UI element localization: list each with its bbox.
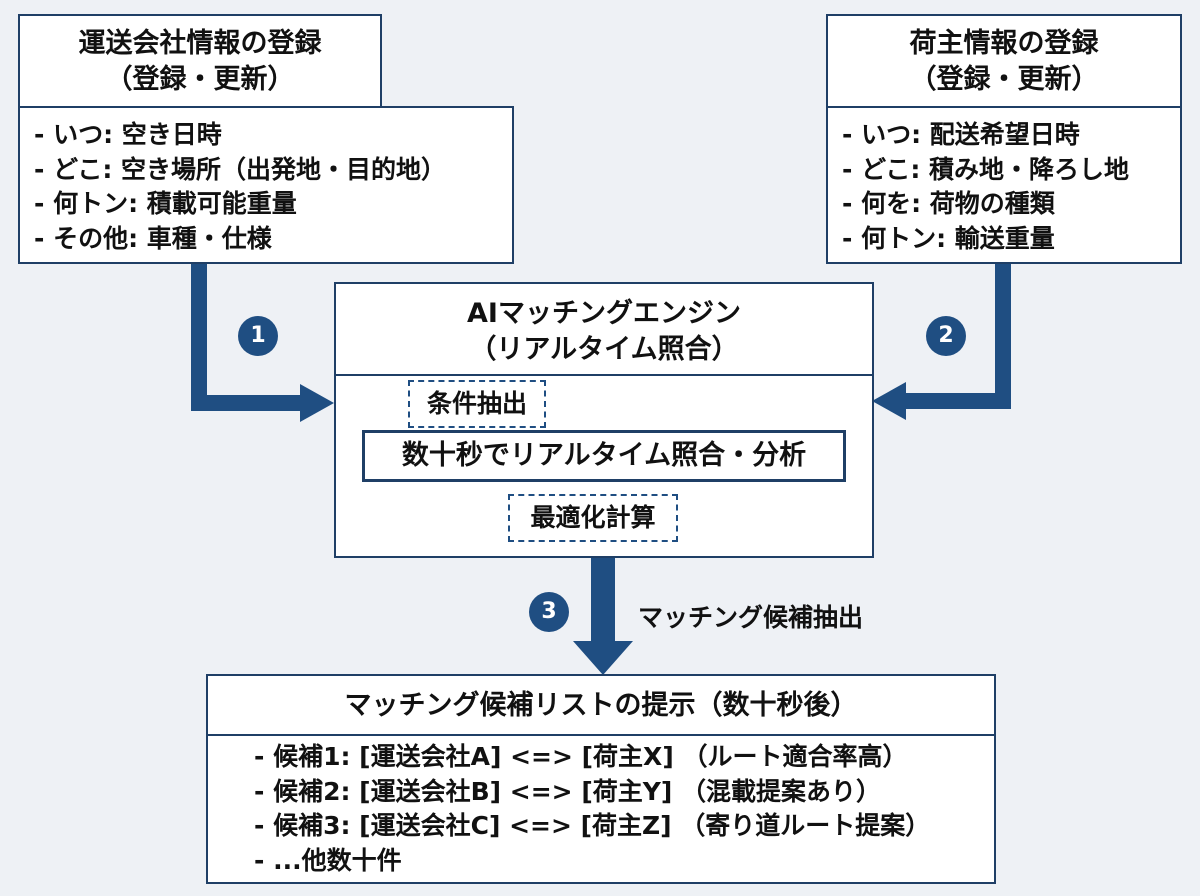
result-divider — [208, 734, 994, 736]
result-items: - 候補1: [運送会社A] <=> [荷主X] （ルート適合率高） - 候補2… — [254, 740, 930, 878]
carrier-item: - どこ: 空き場所（出発地・目的地） — [34, 154, 447, 184]
step-1-badge: 1 — [238, 316, 278, 356]
arrow-1 — [191, 262, 302, 411]
carrier-title: 運送会社情報の登録 — [78, 28, 322, 59]
carrier-header: 運送会社情報の登録 （登録・更新） — [18, 14, 382, 108]
arrow-3 — [591, 557, 615, 643]
candidate-item: - 候補2: [運送会社B] <=> [荷主Y] （混載提案あり） — [254, 776, 881, 806]
engine-title: AIマッチングエンジン — [467, 298, 741, 329]
shipper-title: 荷主情報の登録 — [909, 28, 1099, 59]
step-3-label: マッチング候補抽出 — [638, 603, 864, 632]
engine-divider — [336, 374, 872, 376]
result-title: マッチング候補リストの提示（数十秒後） — [344, 690, 858, 721]
arrow-2 — [904, 262, 1011, 409]
analyze-box: 数十秒でリアルタイム照合・分析 — [362, 430, 846, 482]
candidate-item: - ...他数十件 — [254, 845, 402, 875]
carrier-items: - いつ: 空き日時 - どこ: 空き場所（出発地・目的地） - 何トン: 積載… — [34, 118, 446, 256]
shipper-item: - いつ: 配送希望日時 — [842, 120, 1080, 149]
step-3-badge: 3 — [529, 592, 569, 632]
candidate-item: - 候補1: [運送会社A] <=> [荷主X] （ルート適合率高） — [254, 742, 908, 771]
result-box: マッチング候補リストの提示（数十秒後） - 候補1: [運送会社A] <=> [… — [206, 674, 996, 884]
arrow-2-head — [872, 382, 906, 420]
optimize-box: 最適化計算 — [508, 494, 678, 542]
shipper-item: - 何トン: 輸送重量 — [842, 223, 1055, 253]
carrier-item: - その他: 車種・仕様 — [34, 223, 272, 253]
shipper-header: 荷主情報の登録 （登録・更新） — [826, 14, 1182, 108]
candidate-item: - 候補3: [運送会社C] <=> [荷主Z] （寄り道ルート提案） — [254, 811, 931, 840]
shipper-items: - いつ: 配送希望日時 - どこ: 積み地・降ろし地 - 何を: 荷物の種類 … — [842, 118, 1129, 256]
shipper-subtitle: （登録・更新） — [909, 64, 1099, 95]
engine-subtitle: （リアルタイム照合） — [469, 334, 739, 365]
carrier-item: - 何トン: 積載可能重量 — [34, 189, 297, 218]
arrow-3-head — [573, 641, 633, 675]
shipper-item: - 何を: 荷物の種類 — [842, 189, 1055, 218]
carrier-item: - いつ: 空き日時 — [34, 120, 222, 149]
shipper-box: - いつ: 配送希望日時 - どこ: 積み地・降ろし地 - 何を: 荷物の種類 … — [826, 106, 1182, 264]
carrier-subtitle: （登録・更新） — [105, 64, 295, 95]
extract-box: 条件抽出 — [408, 380, 546, 428]
shipper-item: - どこ: 積み地・降ろし地 — [842, 154, 1130, 184]
step-2-badge: 2 — [926, 316, 966, 356]
carrier-box: - いつ: 空き日時 - どこ: 空き場所（出発地・目的地） - 何トン: 積載… — [18, 106, 514, 264]
arrow-1-head — [300, 384, 334, 422]
